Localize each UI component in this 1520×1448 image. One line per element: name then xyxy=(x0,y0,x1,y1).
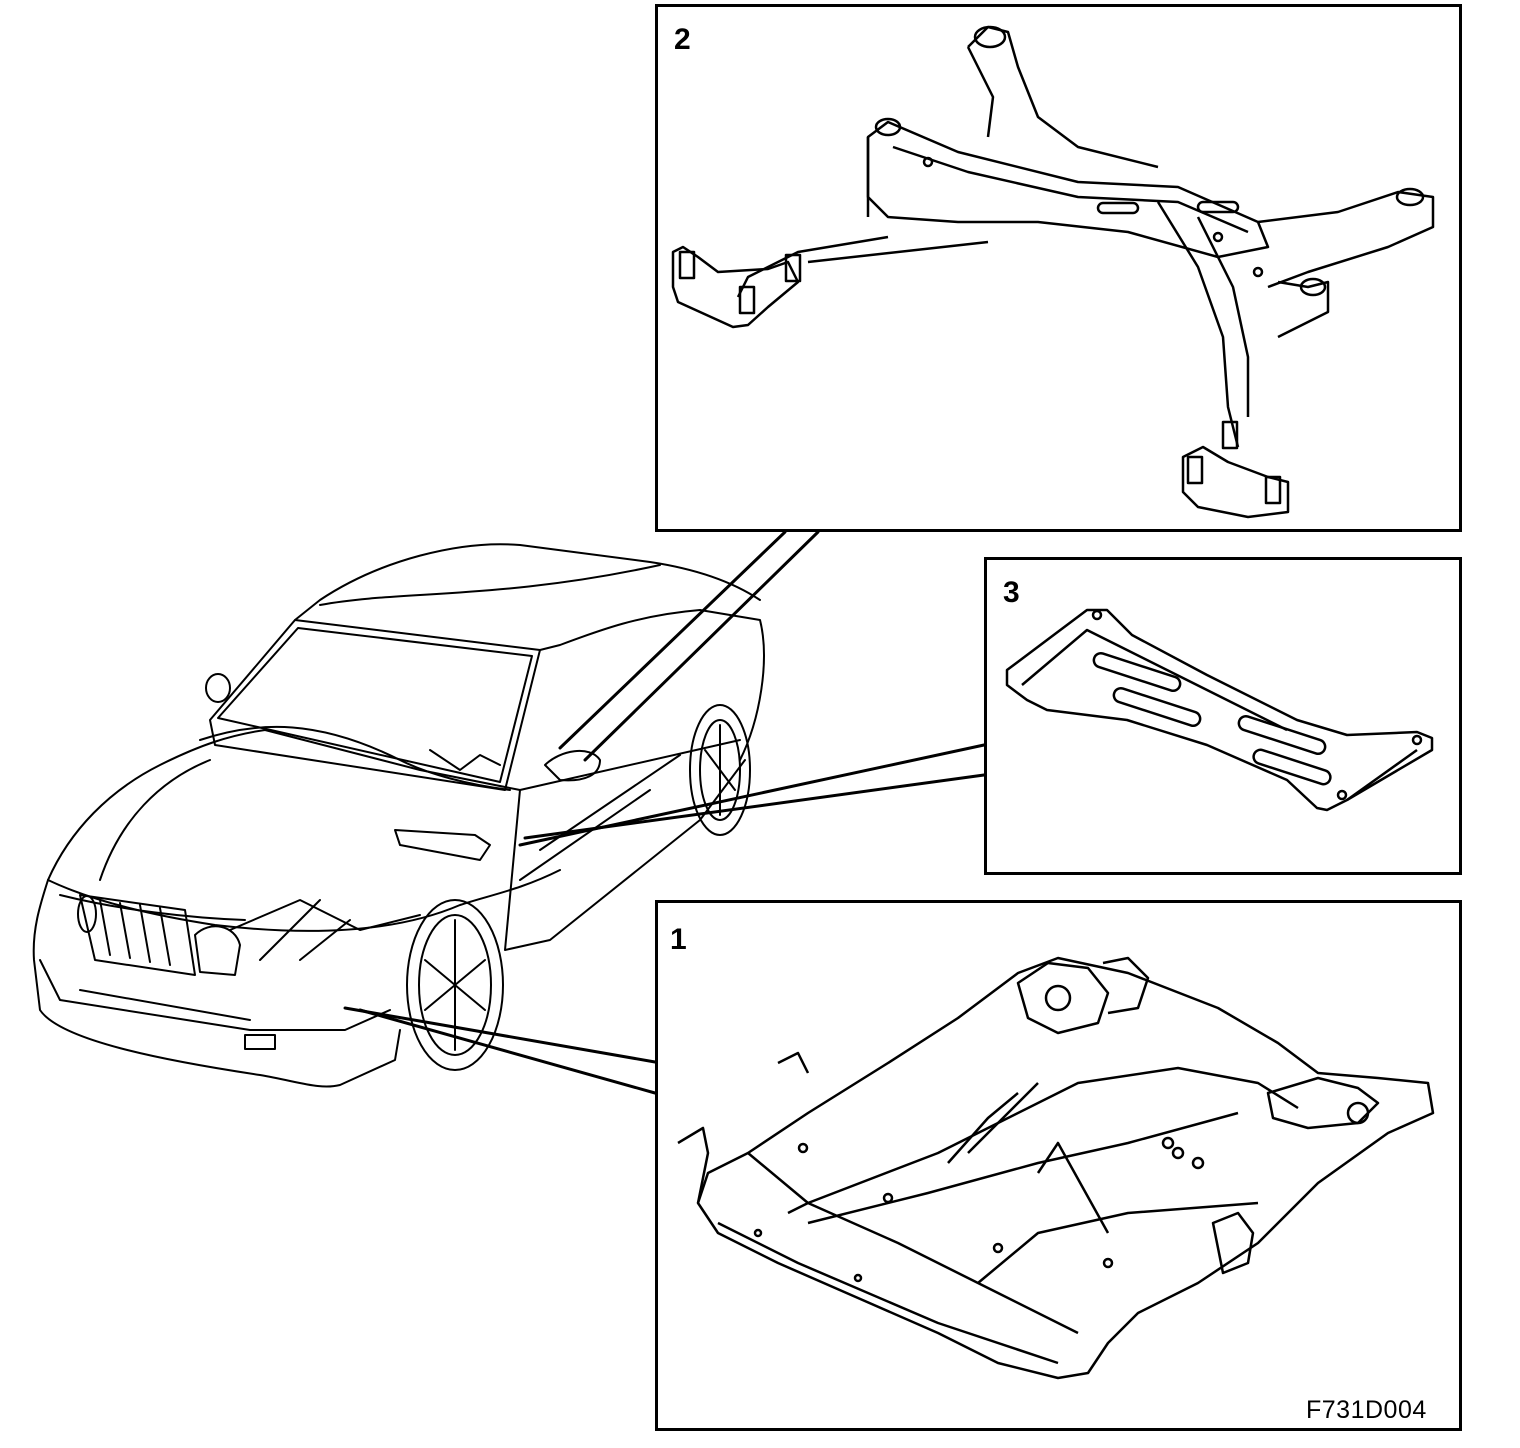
leader-lines xyxy=(343,530,986,1095)
front-subframe-icon xyxy=(677,956,1435,1380)
crossmember-brace-icon xyxy=(1005,608,1434,812)
detail-panel-1: 1 xyxy=(655,900,1462,1431)
detail-panel-2: 2 xyxy=(655,4,1462,532)
panel-number-2: 2 xyxy=(674,23,691,56)
panel-number-1: 1 xyxy=(670,923,687,956)
panel-number-3: 3 xyxy=(1003,576,1020,609)
figure-code: F731D004 xyxy=(1306,1396,1427,1424)
detail-panel-3: 3 xyxy=(984,557,1462,875)
rear-subframe-icon xyxy=(671,25,1435,519)
